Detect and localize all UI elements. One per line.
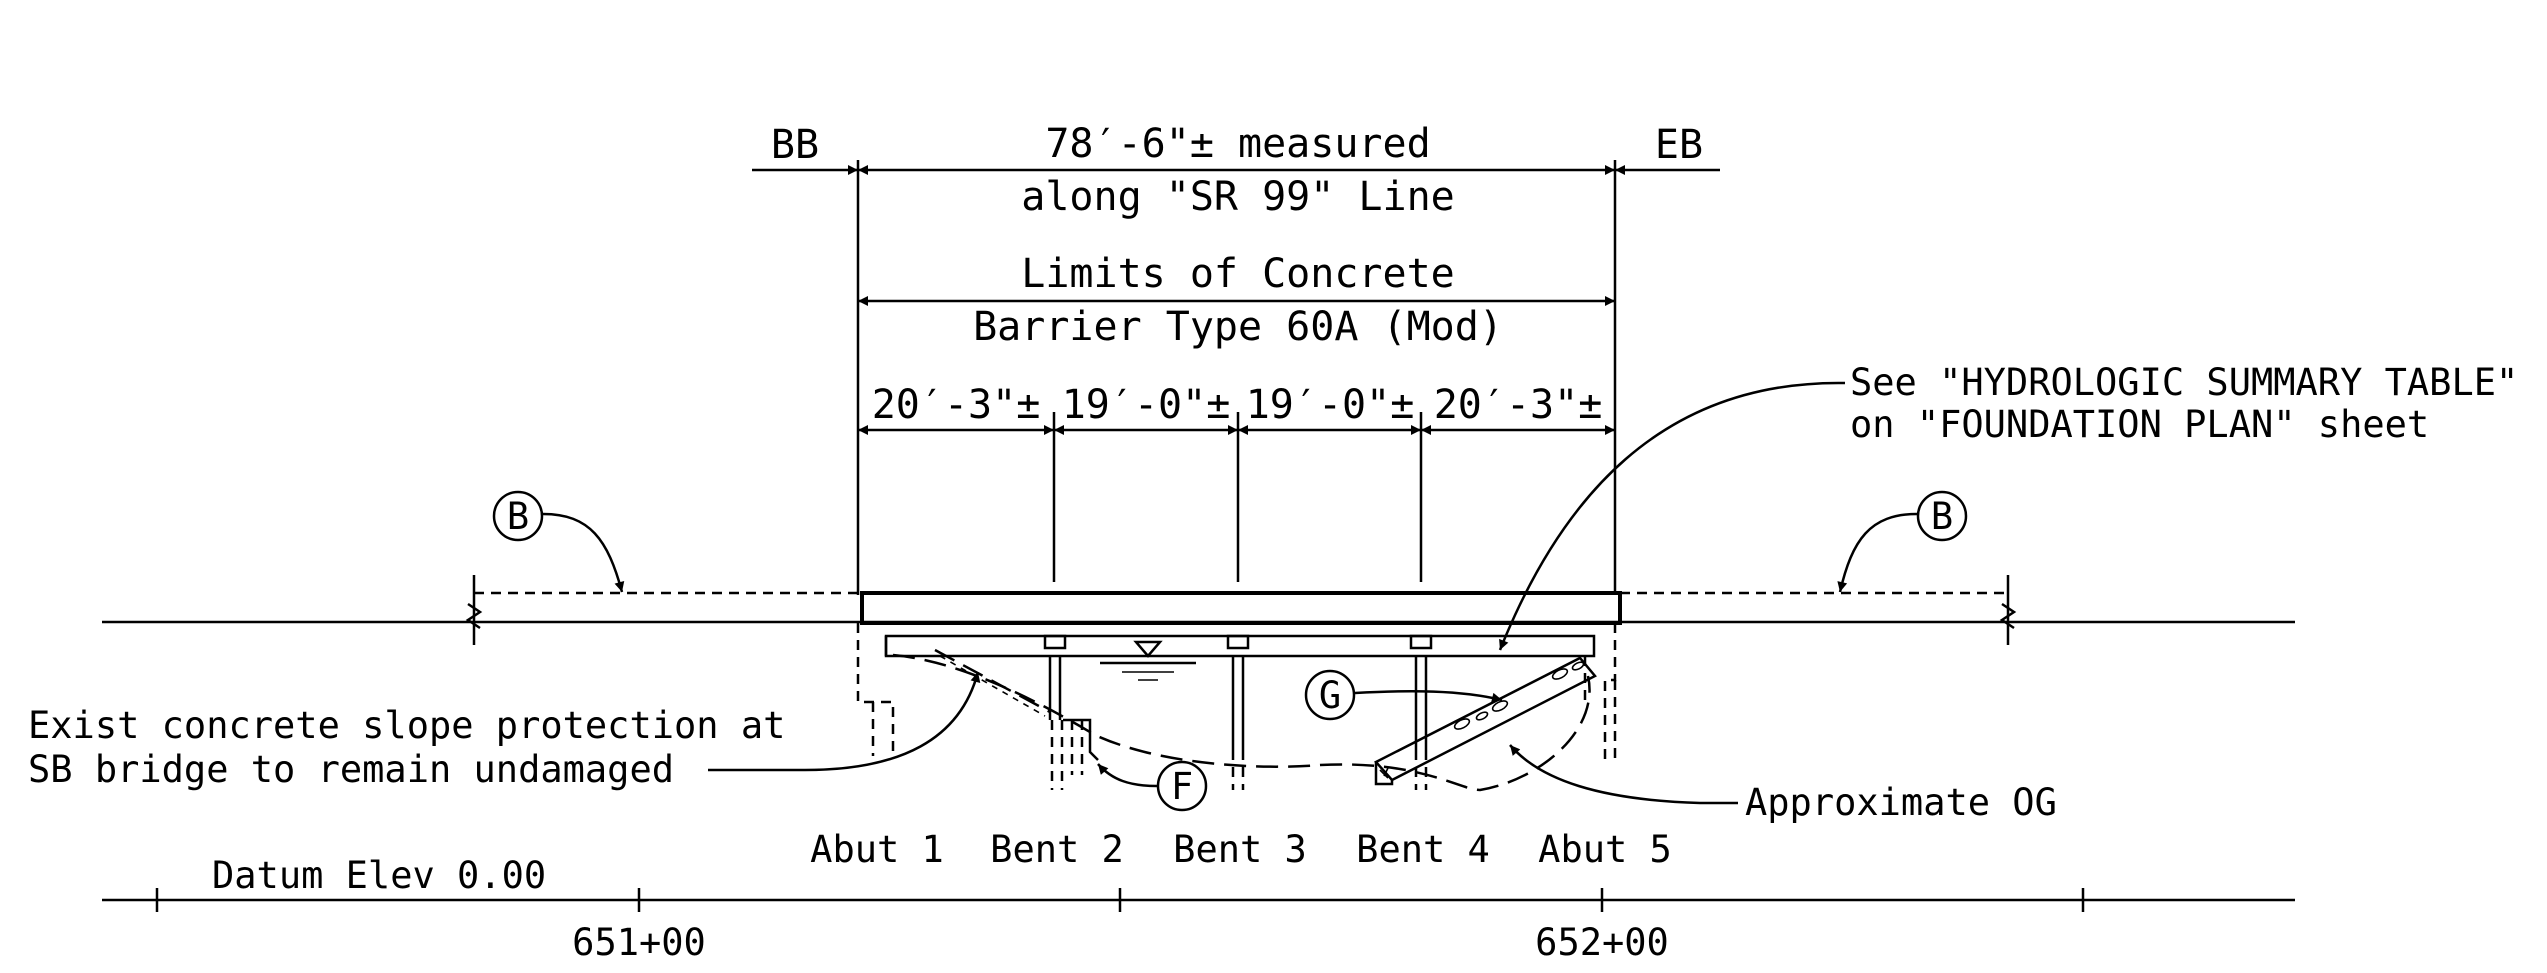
svg-text:B: B (1931, 495, 1953, 538)
overall-dimension-line2: along "SR 99" Line (1021, 174, 1454, 220)
bb-label: BB (771, 122, 819, 168)
concrete-barrier (860, 591, 1622, 625)
span-3-label: 19′-0"± (1246, 382, 1415, 428)
span-4-label: 20′-3"± (1434, 382, 1603, 428)
overall-dimension: BB EB 78′-6"± measured along "SR 99" Lin… (752, 121, 1720, 595)
svg-text:B: B (507, 495, 529, 538)
slope-protection-abut-5 (1373, 656, 1597, 786)
hydro-callout-line2: on "FOUNDATION PLAN" sheet (1850, 403, 2429, 446)
marker-f: F (1097, 760, 1208, 812)
marker-b-left: B (492, 490, 625, 593)
bridge-structure (856, 623, 1617, 792)
station-652: 652+00 (1535, 921, 1669, 964)
support-labels: Abut 1 Bent 2 Bent 3 Bent 4 Abut 5 (810, 828, 1672, 871)
svg-text:G: G (1319, 674, 1341, 717)
approx-og-callout: Approximate OG (1509, 744, 2057, 824)
hydrologic-callout: See "HYDROLOGIC SUMMARY TABLE" on "FOUND… (1498, 361, 2518, 651)
datum-label: Datum Elev 0.00 (212, 854, 546, 897)
station-651: 651+00 (572, 921, 706, 964)
limits-line1: Limits of Concrete (1021, 251, 1454, 297)
span-1-label: 20′-3"± (872, 382, 1041, 428)
bridge-deck (884, 634, 1596, 658)
svg-text:F: F (1171, 765, 1193, 808)
label-bent-3: Bent 3 (1173, 828, 1307, 871)
label-abut-5: Abut 5 (1538, 828, 1672, 871)
abutment-5 (1603, 623, 1617, 760)
water-surface-symbol (1100, 640, 1196, 681)
approximate-og-line (892, 653, 1591, 792)
hydro-callout-line1: See "HYDROLOGIC SUMMARY TABLE" (1850, 361, 2518, 404)
slope-protection-callout: Exist concrete slope protection at SB br… (28, 671, 981, 791)
marker-g: G (1304, 669, 1503, 721)
datum-line: Datum Elev 0.00 651+00 652+00 (102, 854, 2295, 964)
span-dimensions: 20′-3"± 19′-0"± 19′-0"± 20′-3"± (858, 382, 1615, 582)
marker-b-right: B (1837, 490, 1968, 593)
label-bent-4: Bent 4 (1356, 828, 1490, 871)
label-bent-2: Bent 2 (990, 828, 1124, 871)
slope-callout-line2: SB bridge to remain undamaged (28, 748, 674, 791)
limits-line2: Barrier Type 60A (Mod) (973, 304, 1503, 350)
ground-and-barrier (102, 575, 2295, 645)
eb-label: EB (1655, 122, 1703, 168)
bent-2-cap (1043, 634, 1067, 650)
bent-4-cap (1409, 634, 1433, 650)
label-abut-1: Abut 1 (810, 828, 944, 871)
limits-dimension: Limits of Concrete Barrier Type 60A (Mod… (858, 251, 1615, 350)
bent-3-cap (1226, 634, 1250, 650)
span-2-label: 19′-0"± (1062, 382, 1231, 428)
overall-dimension-line1: 78′-6"± measured (1045, 121, 1430, 167)
abutment-1 (856, 623, 895, 756)
approx-og-label: Approximate OG (1745, 781, 2057, 824)
slope-callout-line1: Exist concrete slope protection at (28, 704, 785, 747)
